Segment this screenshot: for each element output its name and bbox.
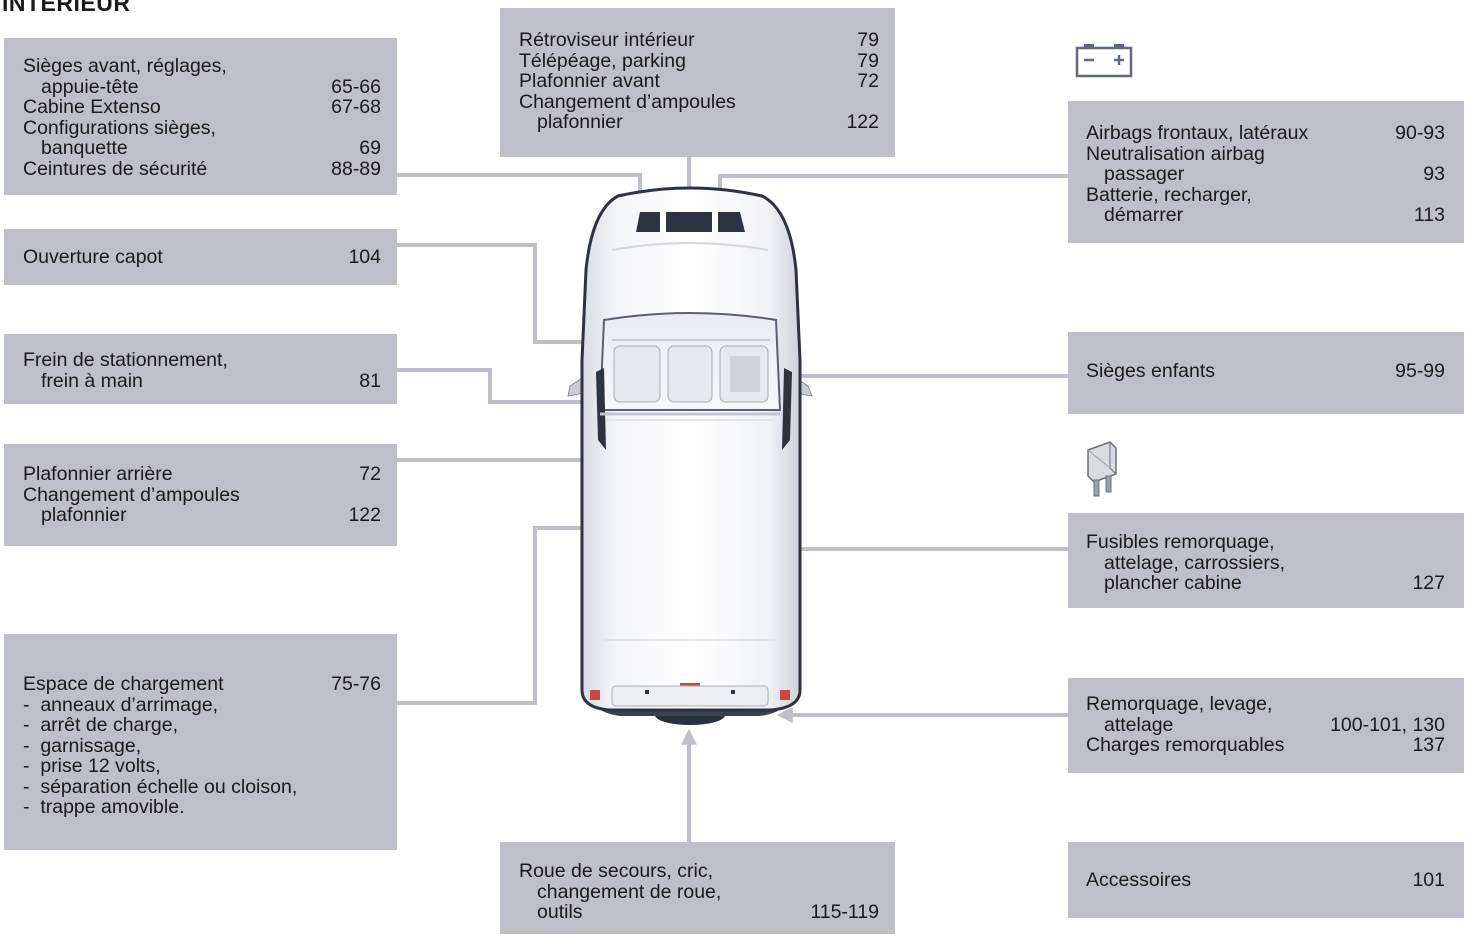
page-ref: 79	[857, 49, 879, 72]
middle-seat	[667, 345, 713, 403]
left-side-window	[596, 368, 606, 450]
page-ref: 88-89	[331, 157, 381, 180]
battery-icon	[1075, 44, 1133, 78]
page-ref: 101	[1412, 869, 1445, 891]
page-ref: 100-101, 130	[1330, 713, 1445, 736]
page-ref: 115-119	[810, 901, 879, 923]
page-ref: 95-99	[1395, 360, 1445, 382]
right-side-window	[782, 368, 792, 450]
page-ref: 90-93	[1395, 122, 1445, 144]
page-ref: 79	[857, 29, 879, 51]
page-ref: 72	[359, 463, 381, 485]
page-ref: 113	[1413, 204, 1445, 226]
roof-vent	[636, 212, 745, 232]
page-ref: 75-76	[331, 673, 381, 695]
rear-light-left	[590, 690, 600, 700]
page-ref: 67-68	[331, 96, 381, 118]
vehicle-body	[580, 186, 802, 712]
rear-third-light	[680, 683, 700, 687]
page-ref: 72	[857, 70, 879, 92]
page-ref: 65-66	[331, 75, 381, 98]
connector-hood	[397, 243, 620, 344]
page-ref: 122	[348, 504, 381, 526]
page-title: INTÉRIEUR	[2, 0, 131, 16]
page-ref: 104	[348, 246, 381, 268]
left-seat	[613, 345, 661, 403]
info-box-spare-wheel: Roue de secours, cric, changement de rou…	[500, 842, 895, 934]
info-box-fuses: Fusibles remorquage, attelage, carrossie…	[1068, 513, 1464, 608]
page-ref: 137	[1412, 734, 1445, 756]
page-ref: 69	[359, 137, 381, 159]
fuse-icon	[1087, 441, 1117, 497]
page-ref: 93	[1423, 163, 1445, 185]
page-ref: 122	[846, 111, 879, 133]
rear-doors	[611, 685, 769, 707]
page-ref: 81	[359, 369, 381, 392]
rear-light-right	[780, 690, 790, 700]
page-ref: 127	[1412, 572, 1445, 594]
